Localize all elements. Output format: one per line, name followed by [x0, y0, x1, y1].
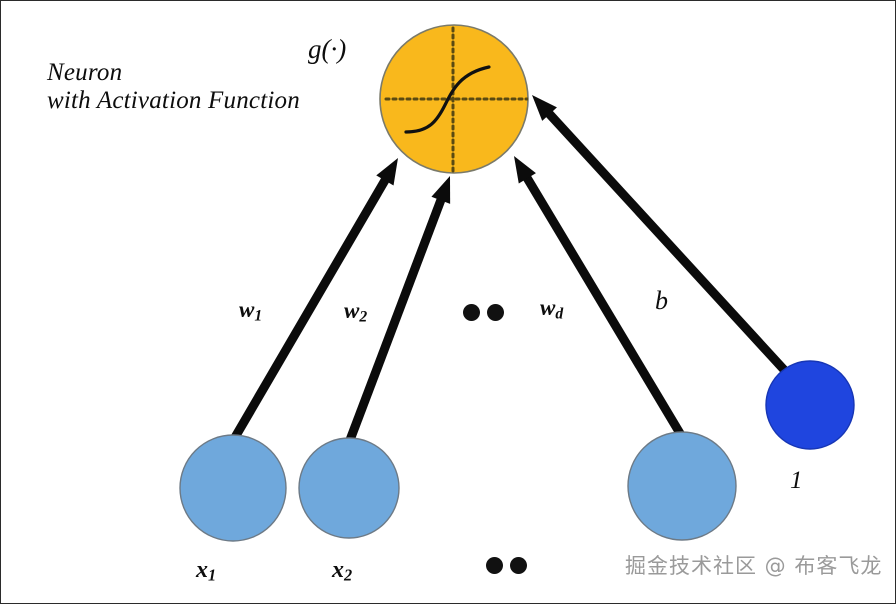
input-symbol-x1: x — [196, 557, 208, 583]
arrow-shaft — [345, 194, 447, 442]
input-node-layer — [179, 431, 737, 542]
weight-symbol-w2: w — [344, 298, 360, 323]
ellipsis-dot — [510, 557, 527, 574]
activation-plot — [384, 26, 528, 173]
arrow-layer — [230, 95, 791, 442]
input-circle-1 — [179, 434, 287, 542]
figure-title-line2: with Activation Function — [47, 87, 300, 114]
weight-label-wd: wd — [540, 295, 563, 323]
ellipsis-dot — [487, 304, 504, 321]
input-label-x1: x1 — [196, 557, 216, 585]
weight-symbol-w1: w — [239, 297, 255, 322]
sigmoid-curve — [404, 65, 491, 134]
input-subscript-x2: 2 — [344, 565, 353, 585]
input-label-x2: x2 — [332, 557, 352, 585]
spellcheck-squiggle-underline — [540, 323, 563, 330]
arrow-head — [514, 156, 536, 184]
input-circle-3 — [627, 431, 737, 541]
arrow-head — [376, 158, 398, 186]
weight-label-w1: w1 — [239, 297, 262, 325]
weight-label-w2: w2 — [344, 298, 367, 326]
bias-edge-label: b — [655, 286, 668, 315]
arrow-shaft — [521, 172, 685, 438]
weight-subscript-w2: 2 — [359, 308, 368, 326]
ellipsis-dot — [463, 304, 480, 321]
input-symbol-x2: x — [332, 557, 344, 583]
bias-node-label: 1 — [790, 467, 803, 494]
arrow-head — [431, 176, 451, 204]
ellipsis-dot — [486, 557, 503, 574]
arrow-shaft — [543, 108, 791, 377]
arrow-shaft — [230, 174, 391, 442]
neuron-node — [379, 24, 529, 174]
bias-circle — [765, 360, 855, 450]
figure-title: Neuron with Activation Function — [47, 59, 300, 115]
weight-subscript-wd: d — [555, 305, 564, 323]
figure-title-line1: Neuron — [47, 59, 123, 86]
input-subscript-x1: 1 — [208, 565, 217, 585]
input-circle-2 — [298, 437, 400, 539]
arrow-head — [532, 95, 557, 121]
weight-symbol-wd: w — [540, 295, 556, 320]
watermark-text: 掘金技术社区 @ 布客飞龙 — [625, 554, 883, 578]
activation-function-label: g(·) — [308, 34, 347, 64]
bias-node — [765, 360, 855, 450]
weight-subscript-w1: 1 — [254, 307, 263, 325]
